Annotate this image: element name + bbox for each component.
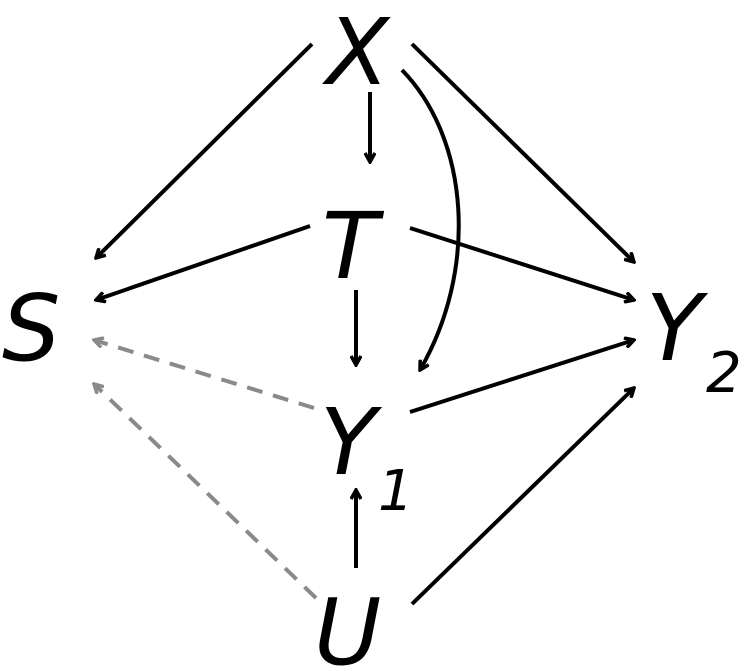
edge-x-to-s: [96, 42, 314, 258]
node-y2-label: Y: [646, 275, 709, 382]
node-x: X: [322, 0, 391, 106]
edge-u-to-y2: [410, 388, 634, 606]
node-y2-subscript: 2: [706, 341, 742, 406]
node-t: T: [322, 193, 385, 300]
node-u: U: [314, 579, 381, 671]
edge-x-to-y2: [410, 42, 634, 262]
edge-t-to-y2: [409, 226, 634, 300]
node-y1: Y 1: [320, 389, 414, 524]
edge-t-to-s: [96, 224, 311, 300]
node-y1-label: Y: [320, 389, 383, 496]
edge-y1-to-s-dashed: [94, 340, 315, 410]
node-s: S: [2, 275, 60, 382]
node-y2: Y 2: [646, 275, 742, 406]
edge-y1-to-y2: [409, 340, 634, 414]
node-y1-subscript: 1: [378, 459, 414, 524]
edge-u-to-s-dashed: [94, 384, 318, 600]
edge-x-to-y1-curved: [400, 68, 461, 370]
